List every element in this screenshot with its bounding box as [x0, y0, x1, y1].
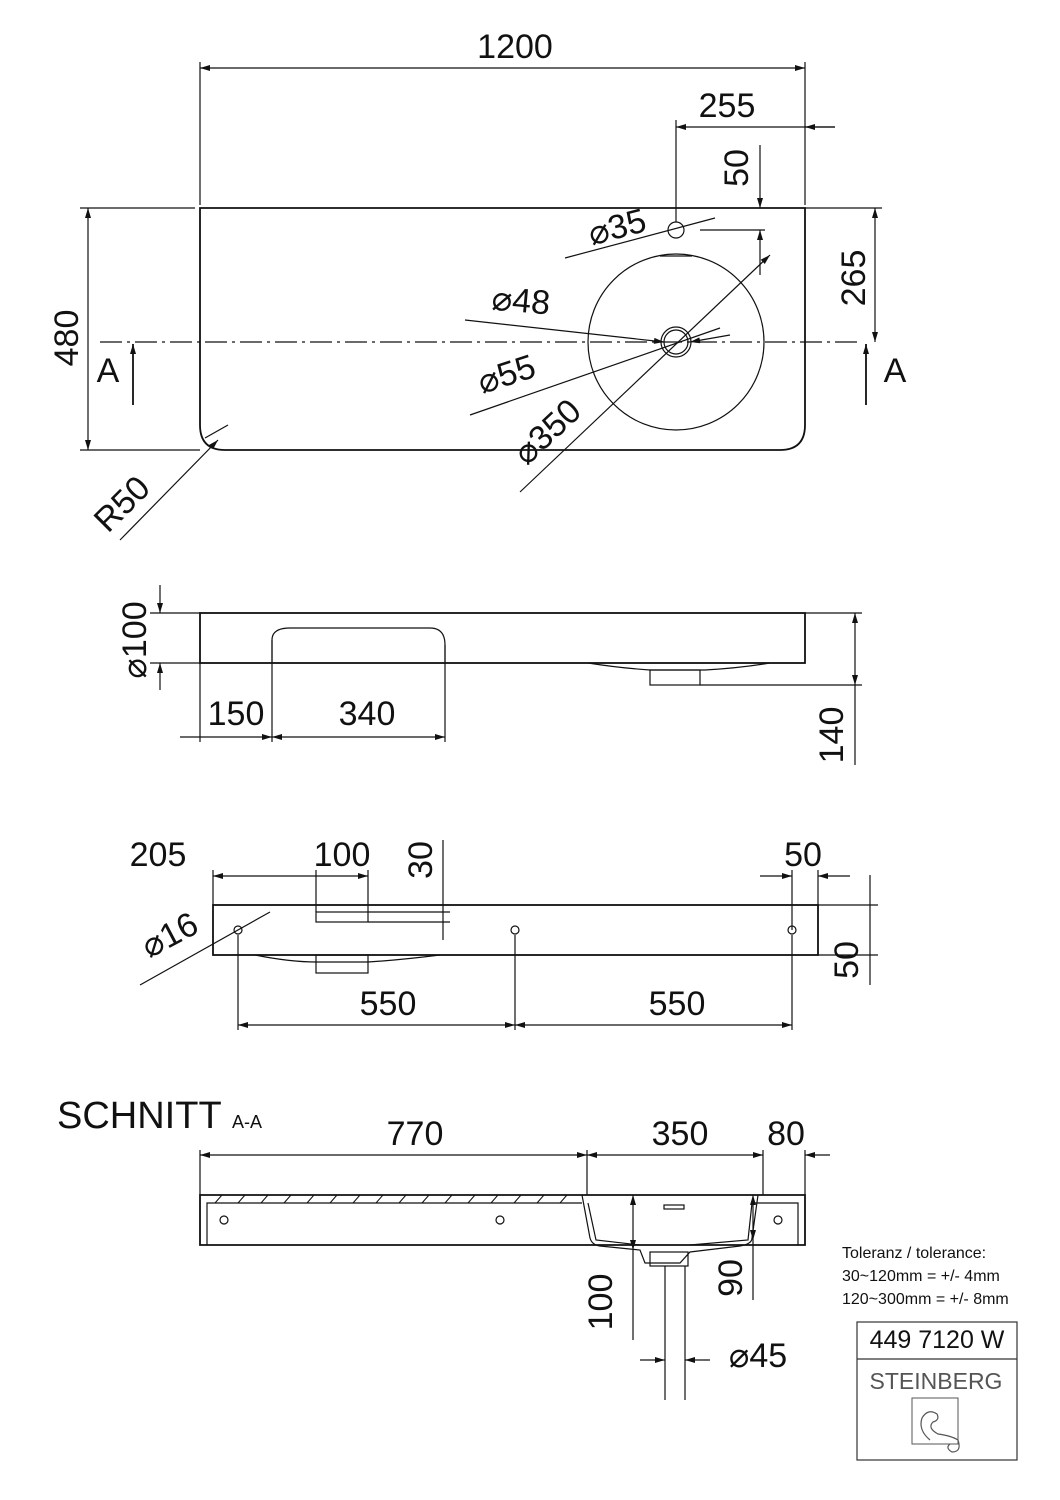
tolerance-note: Toleranz / tolerance: 30~120mm = +/- 4mm…	[842, 1245, 1009, 1308]
dim-50-right: 50	[828, 941, 866, 979]
dim-section-90: 90	[712, 1259, 750, 1297]
dim-255: 255	[699, 87, 756, 125]
dim-hole-16: ⌀16	[135, 905, 204, 966]
tolerance-line-1: 30~120mm = +/- 4mm	[842, 1268, 1000, 1285]
dim-265: 265	[835, 250, 873, 307]
hatch-line	[513, 1194, 522, 1204]
section-marker-left: A	[97, 352, 120, 390]
dim-550-left: 550	[360, 985, 417, 1023]
top-outline	[199, 207, 806, 451]
tolerance-line-2: 120~300mm = +/- 8mm	[842, 1291, 1009, 1308]
section-subtitle: A-A	[232, 1112, 262, 1132]
hatch-line	[306, 1194, 315, 1204]
dim-140: 140	[813, 707, 851, 764]
dim-480: 480	[48, 310, 86, 367]
hatch-line	[490, 1194, 499, 1204]
rear-view: 205 100 30 50 50 ⌀16 550 550	[130, 836, 878, 1030]
hatch-line	[444, 1194, 453, 1204]
hatch-line	[329, 1194, 338, 1204]
hatch-line	[352, 1194, 361, 1204]
dim-100: 100	[314, 836, 371, 874]
hatch-line	[260, 1194, 269, 1204]
dim-150: 150	[208, 695, 265, 733]
dim-hole-35: ⌀35	[584, 201, 650, 253]
dim-50: 50	[718, 149, 756, 187]
dim-dia-100: ⌀100	[116, 601, 154, 678]
dim-width: 1200	[477, 28, 553, 66]
dim-350: 350	[652, 1115, 709, 1153]
brand-logo-icon	[911, 1397, 960, 1453]
hatch-line	[375, 1194, 384, 1204]
dim-550-right: 550	[649, 985, 706, 1023]
dim-80: 80	[767, 1115, 805, 1153]
hatch-line	[559, 1194, 568, 1204]
dim-radius: R50	[87, 469, 158, 540]
section-view: SCHNITT A-A 770 350 80 100 90 ⌀45	[57, 1095, 830, 1400]
hatch-line	[421, 1194, 430, 1204]
dim-pipe-45: ⌀45	[729, 1337, 787, 1375]
section-title: SCHNITT	[57, 1095, 222, 1137]
tolerance-title: Toleranz / tolerance:	[842, 1245, 986, 1262]
hatch-line	[283, 1194, 292, 1204]
section-hatching	[214, 1194, 568, 1204]
hatch-line	[536, 1194, 545, 1204]
dim-section-100: 100	[582, 1274, 620, 1331]
dim-50-top: 50	[784, 836, 822, 874]
top-view: 1200 255 50 ⌀35 265 480 A A ⌀48 ⌀55	[48, 28, 907, 541]
hatch-line	[467, 1194, 476, 1204]
dim-30: 30	[402, 841, 440, 879]
dim-basin-350: ⌀350	[506, 392, 588, 472]
hatch-line	[398, 1194, 407, 1204]
dim-770: 770	[387, 1115, 444, 1153]
hatch-line	[237, 1194, 246, 1204]
dim-205: 205	[130, 836, 187, 874]
front-view: ⌀100 150 340 140	[116, 585, 862, 765]
title-block: 449 7120 W STEINBERG	[856, 1321, 1018, 1461]
dim-drain-48: ⌀48	[490, 280, 551, 323]
brand-name: STEINBERG	[870, 1368, 1003, 1394]
section-marker-right: A	[884, 352, 907, 390]
hatch-line	[214, 1194, 223, 1204]
dim-340: 340	[339, 695, 396, 733]
article-number: 449 7120 W	[870, 1326, 1005, 1354]
basin-circle	[587, 253, 765, 431]
